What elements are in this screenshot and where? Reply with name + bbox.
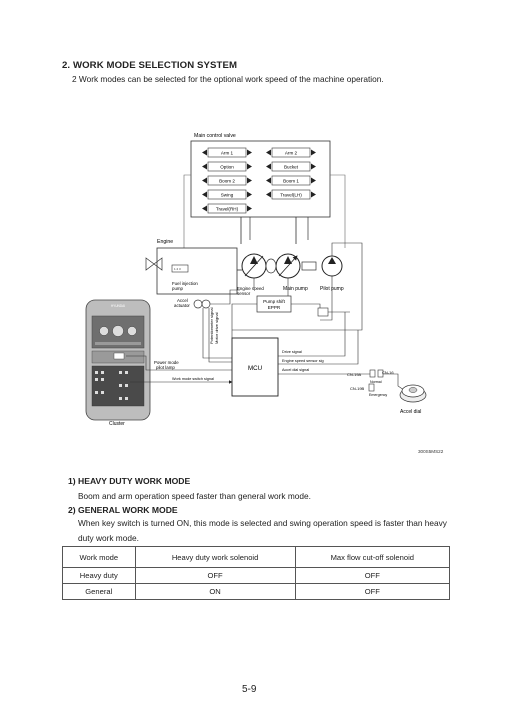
svg-text:actuator: actuator <box>174 303 190 308</box>
heavy-duty-text: Boom and arm operation speed faster than… <box>78 491 311 501</box>
drive-signal-label: Drive signal <box>282 350 302 354</box>
spool-left-0-box <box>207 147 247 158</box>
general-text: When key switch is turned ON, this mode … <box>78 518 447 543</box>
spool-right-3-box <box>271 189 311 200</box>
engine-speed-sensor-sig-label: Engine speed sensor sig <box>282 359 324 363</box>
potentiometer-signal-label: Potentiometer signal <box>209 307 214 344</box>
spool-left-2-label: Boom 2 <box>219 178 235 183</box>
mcu-label: MCU <box>248 365 262 372</box>
general-heading: 2) GENERAL WORK MODE <box>68 505 178 515</box>
cluster-label: Cluster <box>109 421 125 427</box>
spool-left-0-label: Arm 1 <box>221 150 234 155</box>
svg-text:Motor drive signal: Motor drive signal <box>214 312 219 344</box>
fuel-injection-pump-box <box>171 264 189 273</box>
work-mode-switch-signal-label: Work mode switch signal <box>172 377 214 381</box>
engine-speed-sensor-label: Engine speed <box>237 286 264 291</box>
table-header-row: Work mode Heavy duty work solenoid Max f… <box>62 546 451 568</box>
page-number: 5-9 <box>242 684 257 695</box>
spool-left-2-box <box>207 175 247 186</box>
spool-right-3-arrow-icon <box>266 191 316 198</box>
col-work-mode: Work mode <box>62 546 136 568</box>
cn-19b-label: CN-19B <box>350 386 365 391</box>
spool-right-3-label: Travel(LH) <box>280 192 302 197</box>
spool-left-1-arrow-icon <box>202 163 252 170</box>
cluster-brand: HYUNDAI <box>111 304 125 308</box>
pump-shift-eppr-label: Pump shift <box>263 299 285 304</box>
spool-left-3-box <box>207 189 247 200</box>
pilot-pump-label: Pilot pump <box>320 286 344 292</box>
spool-left-0-arrow-icon <box>202 149 252 156</box>
spool-right-1-label: Bucket <box>284 164 299 169</box>
emergency-label: Emergency <box>369 393 387 397</box>
svg-text:1 2 3: 1 2 3 <box>174 267 181 271</box>
svg-text:sensor: sensor <box>237 291 251 296</box>
fan-icon <box>145 257 163 271</box>
main-pump-label: Main pump <box>283 286 308 292</box>
spool-right-2-arrow-icon <box>266 177 316 184</box>
power-mode-pilot-lamp-label: Power mode <box>154 360 179 365</box>
svg-text:EPPR: EPPR <box>268 305 281 310</box>
spool-right-1-arrow-icon <box>266 163 316 170</box>
spool-right-0-box <box>271 147 311 158</box>
spool-left-2-arrow-icon <box>202 177 252 184</box>
spool-left-3-arrow-icon <box>202 191 252 198</box>
table-cell: General <box>62 583 136 600</box>
table-row: General ON OFF <box>62 583 451 600</box>
spool-right-0-arrow-icon <box>266 149 316 156</box>
spool-left-4-box <box>207 203 247 214</box>
spool-left-3-label: Swing <box>221 192 234 197</box>
spool-left-1-box <box>207 161 247 172</box>
section-intro: 2 Work modes can be selected for the opt… <box>72 74 384 84</box>
accel-actuator-label: Accel <box>177 298 188 303</box>
heavy-duty-heading: 1) HEAVY DUTY WORK MODE <box>68 476 191 486</box>
cn-16-label: CN-16 <box>382 370 394 375</box>
table-cell: Heavy duty <box>62 567 136 584</box>
spool-left-1-label: Option <box>220 164 234 169</box>
main-control-valve-label: Main control valve <box>194 133 236 139</box>
spool-right-2-box <box>271 175 311 186</box>
table-cell: ON <box>134 583 296 600</box>
spool-left-4-label: Travel(RH) <box>216 206 239 211</box>
normal-label: Normal <box>370 380 382 384</box>
cn-19b-connector <box>368 383 375 392</box>
spool-right-0-label: Arm 2 <box>285 150 298 155</box>
work-mode-table: Work mode Heavy duty work solenoid Max f… <box>62 546 451 600</box>
fuel-injection-pump-label: Fuel injection <box>172 281 198 286</box>
spool-right-1-box <box>271 161 311 172</box>
accel-dial-signal-label: Accel dial signal <box>282 368 309 372</box>
mcu-box <box>231 337 279 397</box>
figure-code: 300S5MS22 <box>418 449 444 454</box>
cn-19a-connector <box>369 369 376 378</box>
svg-text:pilot lamp: pilot lamp <box>156 365 175 370</box>
cn-19a-label: CN-19A <box>347 372 362 377</box>
main-control-valve-box <box>190 140 331 218</box>
table-cell: OFF <box>294 583 451 600</box>
section-title: 2. WORK MODE SELECTION SYSTEM <box>62 60 238 71</box>
cluster-button-panel <box>91 365 145 407</box>
valve-to-pump-lines <box>240 217 297 244</box>
col-heavy-duty-solenoid: Heavy duty work solenoid <box>134 546 296 568</box>
accel-actuator-icon <box>193 299 203 309</box>
accel-dial-label: Accel dial <box>400 409 421 415</box>
engine-box <box>156 247 238 295</box>
table-cell: OFF <box>134 567 296 584</box>
col-max-flow-solenoid: Max flow cut-off solenoid <box>294 546 451 568</box>
engine-label: Engine <box>157 239 173 245</box>
spool-left-4-arrow-icon <box>202 205 252 212</box>
table-row: Heavy duty OFF OFF <box>62 567 451 584</box>
spool-right-2-label: Boom 1 <box>283 178 299 183</box>
svg-text:pump: pump <box>172 286 184 291</box>
table-cell: OFF <box>294 567 451 584</box>
